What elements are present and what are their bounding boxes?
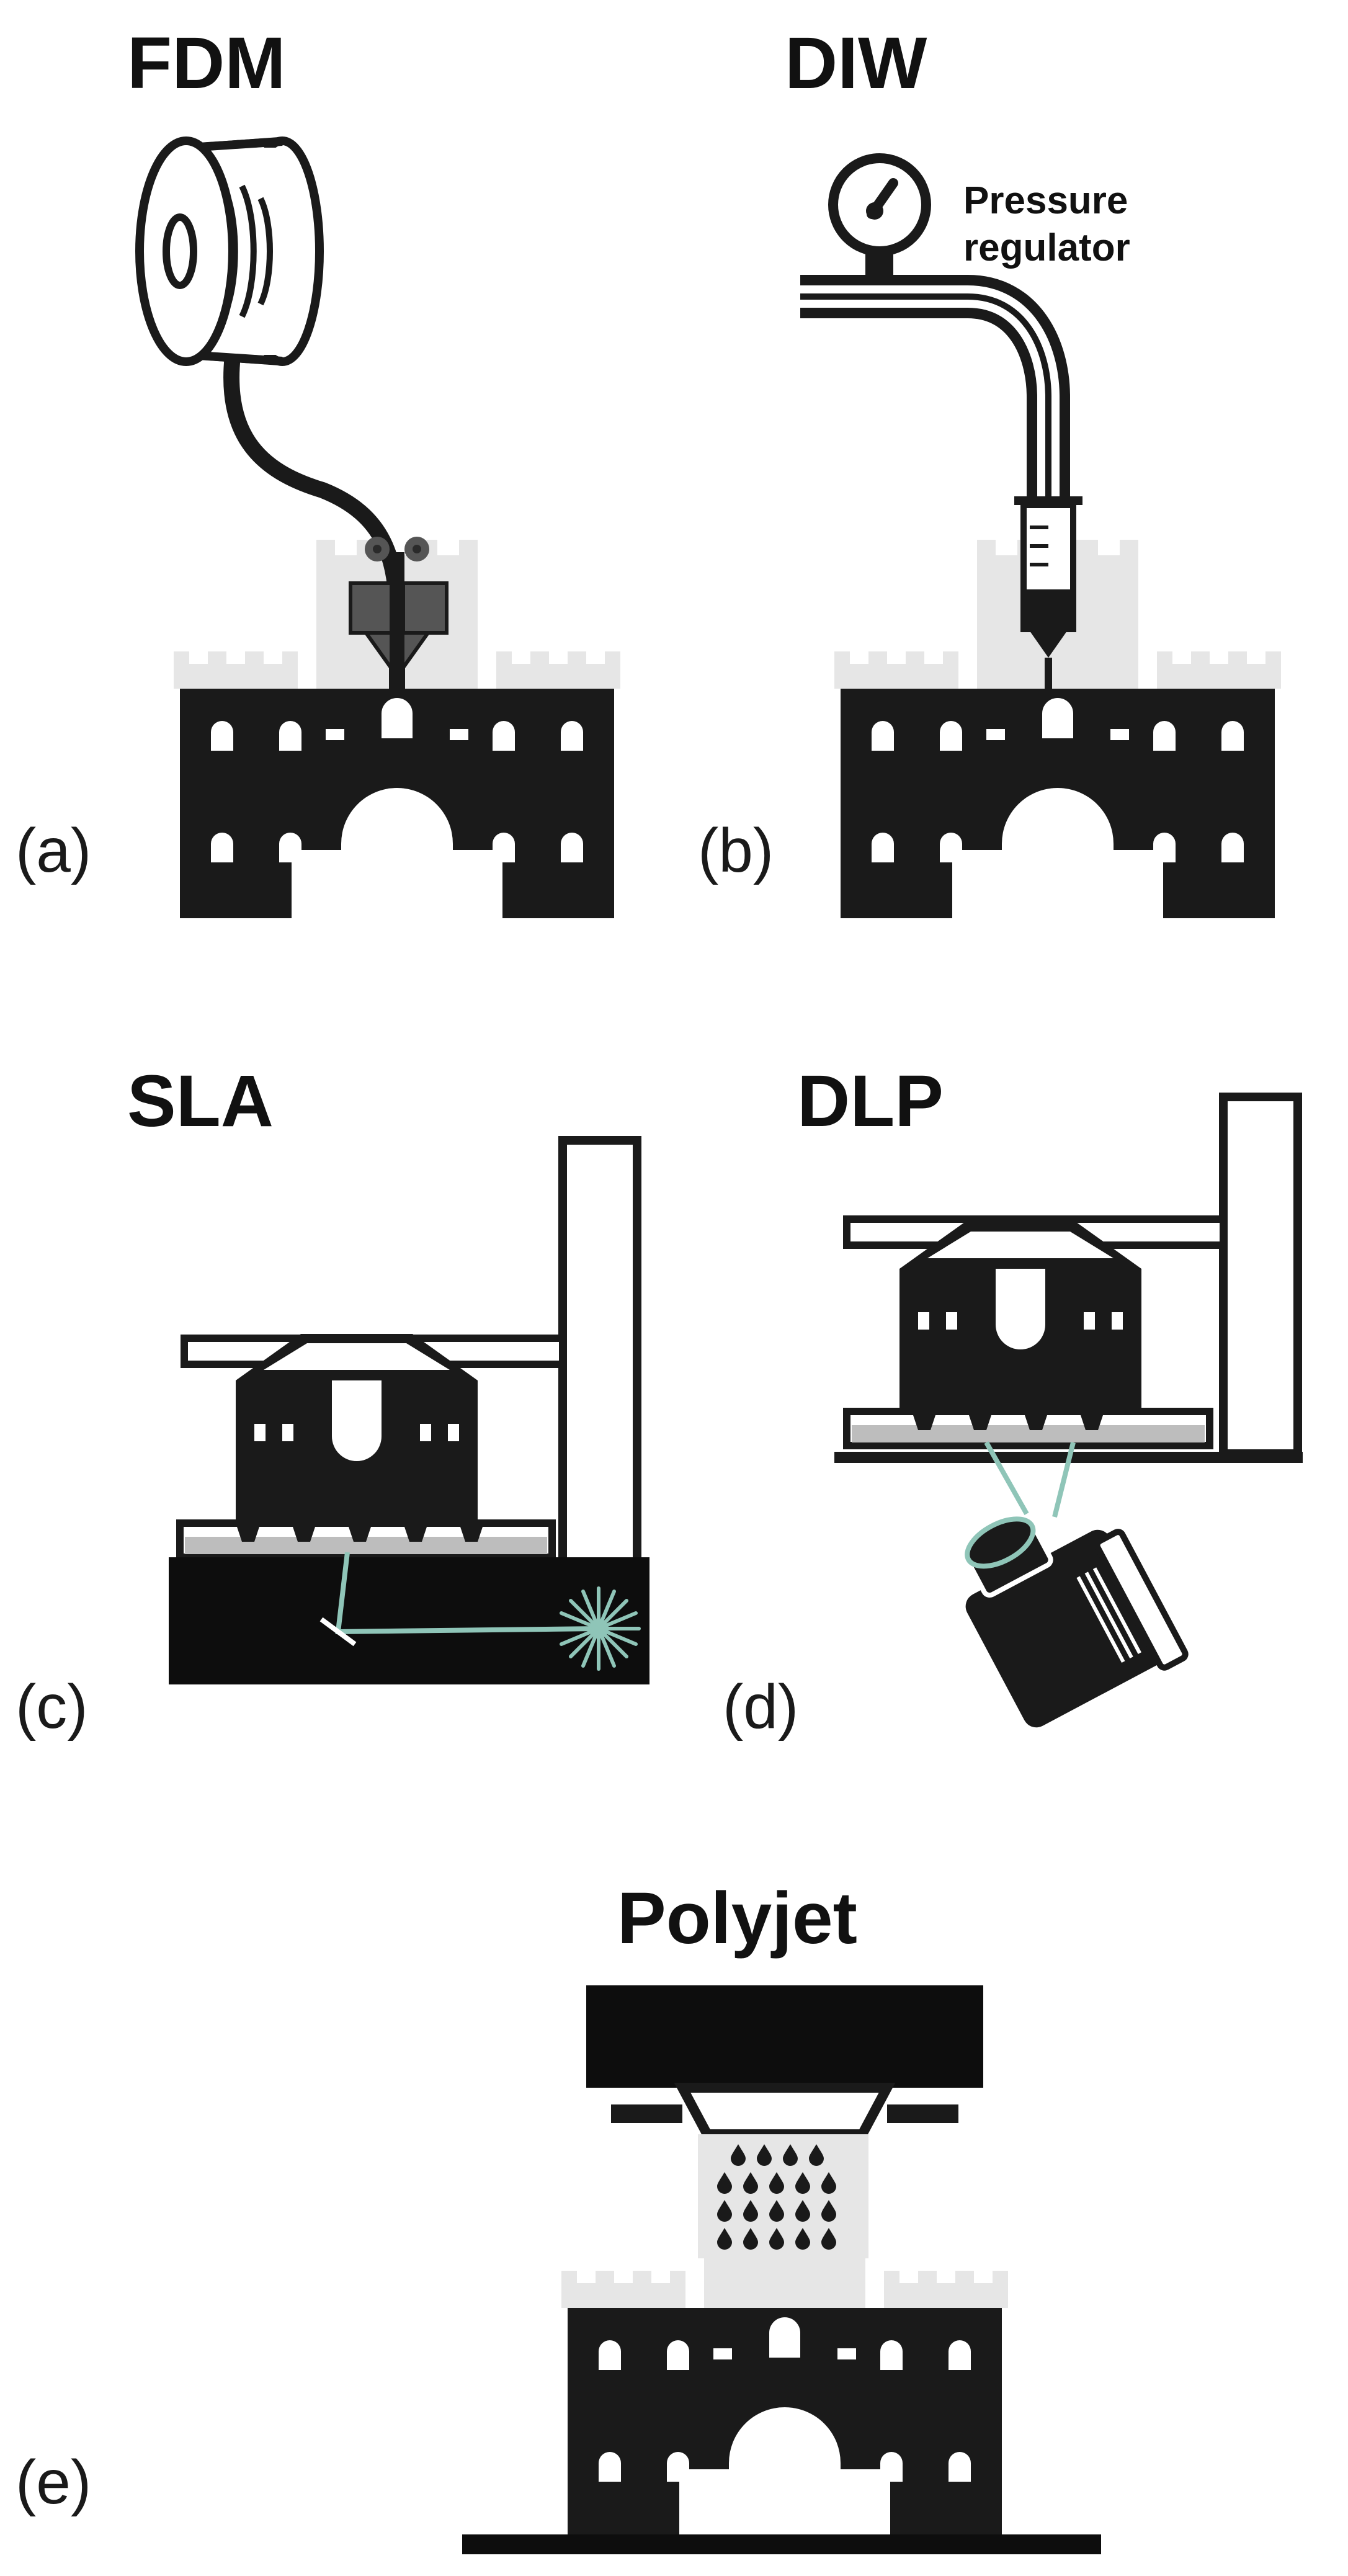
printed-part [236, 1334, 478, 1523]
panel-sla: SLA (c) [16, 1060, 649, 1742]
laser-source-icon [556, 1586, 641, 1671]
panel-title-fdm: FDM [127, 22, 286, 104]
syringe-icon [1014, 496, 1082, 695]
filament-spool-icon [135, 136, 324, 366]
panel-fdm: FDM (a) [16, 22, 620, 918]
printed-part [899, 1222, 1141, 1411]
projection-beam [984, 1441, 1076, 1518]
panel-label-b: (b) [698, 816, 774, 885]
laser-housing-base [169, 1557, 649, 1684]
printed-castle-body [180, 689, 614, 918]
panel-label-d: (d) [723, 1672, 798, 1742]
supply-tube [800, 275, 1070, 496]
printed-castle-body [568, 2308, 1002, 2538]
pressure-regulator-label-line2: regulator [963, 226, 1130, 269]
panel-label-a: (a) [16, 816, 91, 885]
panel-title-sla: SLA [127, 1060, 274, 1142]
pressure-regulator-label-line1: Pressure [963, 179, 1128, 222]
panel-polyjet: Polyjet (e) [16, 1877, 1101, 2554]
z-axis-column [1219, 1093, 1302, 1458]
z-axis-column [558, 1136, 641, 1579]
extruder-head-icon [349, 537, 449, 682]
build-tray [462, 2534, 1101, 2554]
panel-title-polyjet: Polyjet [617, 1877, 857, 1959]
panel-dlp: DLP (d) [723, 1060, 1303, 1742]
print-head-icon [586, 1985, 983, 2139]
panel-label-c: (c) [16, 1672, 88, 1742]
printed-castle-body [841, 689, 1275, 918]
mirror [319, 1617, 357, 1647]
panel-diw: DIW (b) Pressure regulator [698, 22, 1281, 918]
pressure-gauge-icon [828, 153, 931, 279]
panel-label-e: (e) [16, 2448, 91, 2517]
panel-title-diw: DIW [785, 22, 927, 104]
panel-title-dlp: DLP [797, 1060, 944, 1142]
projector-icon [965, 1516, 1189, 1728]
droplets [717, 2144, 836, 2250]
